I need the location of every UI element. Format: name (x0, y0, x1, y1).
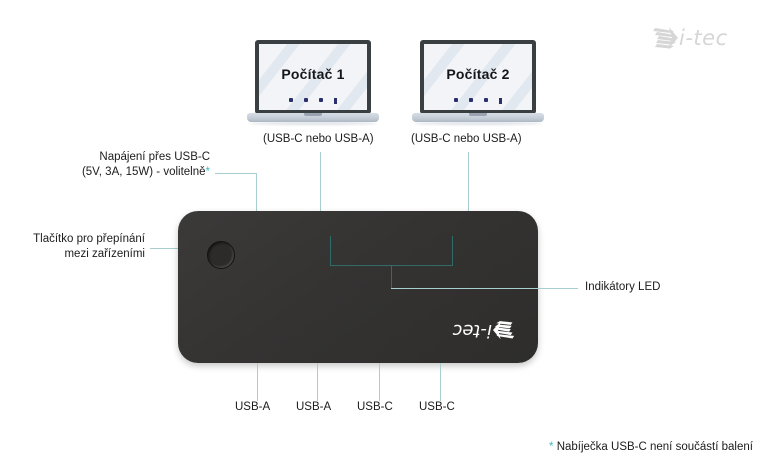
switch-callout-line-2: mezi zařízeními (64, 248, 145, 260)
laptop-1-base (247, 113, 379, 122)
laptop-2-shadow (414, 122, 542, 125)
laptop-computer-2: Počítač 2 (412, 40, 544, 138)
power-leader-vertical (256, 173, 257, 211)
taskbar-dot (484, 98, 488, 102)
laptop-1-screen: Počítač 1 (259, 44, 367, 110)
taskbar-dot (499, 98, 502, 104)
switch-callout-line-1: Tlačítko pro přepínání (33, 233, 145, 245)
screen-glare (424, 44, 532, 110)
laptop-2-screen: Počítač 2 (424, 44, 532, 110)
i-tec-swoosh-icon (653, 27, 678, 49)
port-leader-line-2 (317, 363, 318, 401)
taskbar-dot (334, 98, 337, 104)
taskbar-dot (304, 98, 308, 102)
port-leader-line-4 (440, 363, 441, 401)
leader-line-laptop-1 (320, 152, 321, 211)
device-switch-button[interactable] (207, 241, 235, 269)
leader-line-laptop-2 (468, 152, 469, 211)
laptop-computer-1: Počítač 1 (247, 40, 379, 138)
laptop-1-connection-label: (USB-C nebo USB-A) (263, 133, 374, 145)
laptop-2-taskbar-dots (424, 98, 532, 104)
taskbar-dot (319, 98, 323, 102)
led-bracket-stem (391, 265, 392, 288)
taskbar-dot (454, 98, 458, 102)
power-callout-asterisk: * (205, 166, 210, 178)
led-callout-label: Indikátory LED (585, 281, 661, 293)
led-tick-left (330, 236, 331, 265)
footnote-text: Nabíječka USB-C není součástí balení (556, 441, 753, 453)
laptop-2-lid: Počítač 2 (420, 40, 536, 114)
port-label-2: USB-A (296, 401, 332, 413)
footnote: * Nabíječka USB-C není součástí balení (549, 441, 753, 453)
screen-glare (259, 44, 367, 110)
power-callout-line-1: Napájení přes USB-C (99, 151, 210, 163)
device-brand-logo: i-tec (423, 314, 515, 346)
port-label-3: USB-C (357, 401, 393, 413)
laptop-2-connection-label: (USB-C nebo USB-A) (411, 133, 522, 145)
power-callout-line-2-wrap: (5V, 3A, 15W) - volitelně* (35, 165, 210, 180)
led-leader-line (391, 288, 578, 289)
laptop-1-shadow (249, 122, 377, 125)
laptop-1-taskbar-dots (259, 98, 367, 104)
port-leader-line-1 (257, 363, 258, 401)
taskbar-dot (289, 98, 293, 102)
switch-button-callout-label: Tlačítko pro přepínání mezi zařízeními (15, 232, 145, 262)
brand-logo-text: i-tec (679, 25, 728, 50)
port-leader-line-3 (379, 363, 380, 401)
power-leader-horizontal (215, 173, 257, 174)
laptop-1-lid: Počítač 1 (255, 40, 371, 114)
led-tick-right (452, 236, 453, 265)
taskbar-dot (469, 98, 473, 102)
laptop-1-notch (304, 113, 322, 116)
i-tec-swoosh-icon (493, 320, 515, 340)
brand-logo: i-tec (652, 18, 752, 58)
device-logo-text: i-tec (452, 320, 492, 341)
laptop-1-title: Počítač 1 (281, 66, 345, 82)
power-callout-line-2: (5V, 3A, 15W) - volitelně (81, 166, 206, 178)
laptop-2-notch (469, 113, 487, 116)
power-callout-label: Napájení přes USB-C (5V, 3A, 15W) - voli… (35, 150, 210, 180)
laptop-2-title: Počítač 2 (446, 66, 510, 82)
port-label-4: USB-C (419, 401, 455, 413)
usb-switch-device: i-tec (178, 211, 538, 363)
port-label-1: USB-A (235, 401, 271, 413)
laptop-2-base (412, 113, 544, 122)
footnote-asterisk: * (549, 441, 554, 453)
